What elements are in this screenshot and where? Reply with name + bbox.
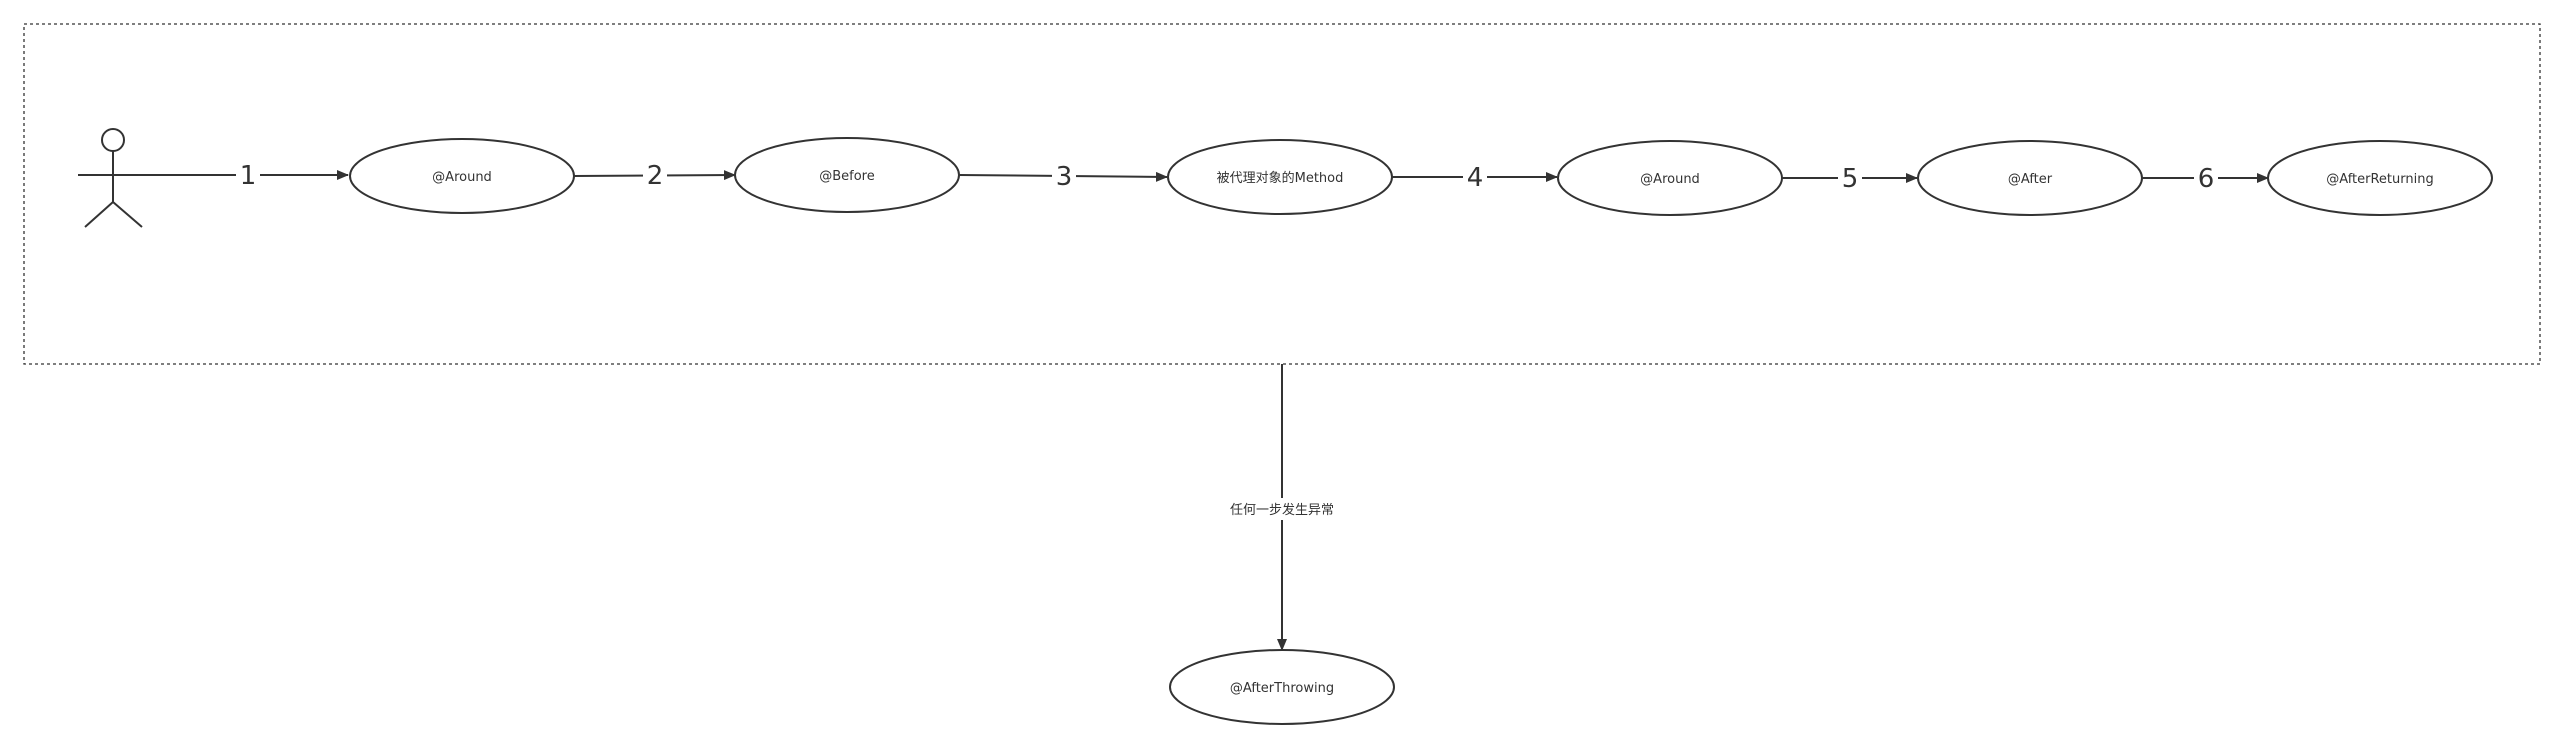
node-after-throwing: @AfterThrowing: [1169, 649, 1395, 725]
step-label-1: 1: [240, 161, 257, 191]
edge-exception: 任何一步发生异常: [1228, 364, 1336, 651]
step-label-4: 4: [1467, 163, 1484, 193]
node-after-label: @After: [2008, 172, 2053, 187]
node-after-returning: @AfterReturning: [2267, 140, 2493, 216]
node-around-2-label: @Around: [1640, 172, 1700, 187]
node-before-label: @Before: [819, 169, 875, 184]
step-label-3: 3: [1056, 162, 1073, 192]
edge-step-5: 5: [1782, 163, 1918, 194]
node-proxied-method: 被代理对象的Method: [1167, 139, 1393, 215]
step-label-5: 5: [1842, 164, 1859, 194]
node-around-1-label: @Around: [432, 170, 492, 185]
edge-step-6: 6: [2142, 163, 2269, 194]
edge-step-1: 1: [113, 160, 349, 191]
node-after-returning-label: @AfterReturning: [2326, 172, 2433, 187]
node-proxied-method-label: 被代理对象的Method: [1217, 170, 1344, 186]
step-label-2: 2: [647, 161, 664, 191]
edge-step-4: 4: [1392, 162, 1558, 193]
edge-step-2: 2: [573, 160, 736, 191]
node-before: @Before: [734, 137, 960, 213]
node-after: @After: [1917, 140, 2143, 216]
node-around-1: @Around: [349, 138, 575, 214]
node-after-throwing-label: @AfterThrowing: [1230, 681, 1334, 696]
edge-step-3: 3: [958, 160, 1168, 192]
node-around-2: @Around: [1557, 140, 1783, 216]
actor-icon: [78, 128, 148, 228]
step-label-6: 6: [2198, 164, 2215, 194]
exception-note: 任何一步发生异常: [1230, 502, 1334, 518]
